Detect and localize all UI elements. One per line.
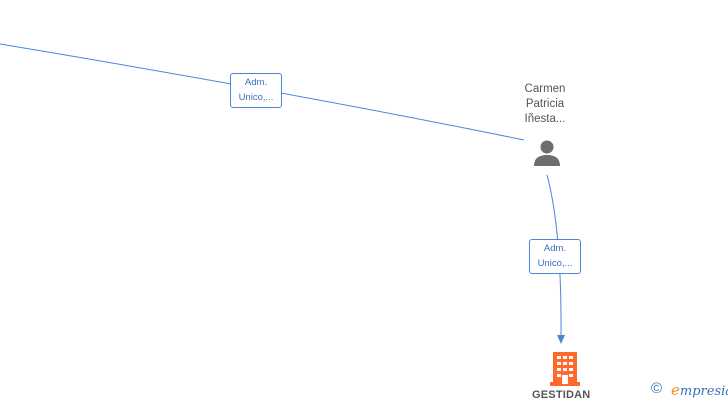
building-icon[interactable]	[550, 350, 580, 386]
edge-label-top-line2: Unico,...	[238, 92, 274, 103]
brand-name: empresia	[671, 381, 728, 399]
brand-initial: e	[671, 381, 680, 399]
person-name[interactable]: Carmen Patricia Iñesta...	[500, 82, 590, 127]
company-name[interactable]: GESTIDAN	[532, 389, 591, 401]
person-name-line2: Patricia	[525, 98, 565, 110]
edge-label-down-line1: Adm.	[543, 243, 567, 254]
person-name-line1: Carmen	[524, 83, 566, 95]
edge-label-top-line1: Adm.	[244, 77, 268, 88]
person-name-line3: Iñesta...	[524, 113, 566, 125]
copyright-icon: ©	[651, 380, 663, 397]
edge-label-top[interactable]: Adm. Unico,...	[230, 73, 282, 108]
person-icon[interactable]	[532, 138, 562, 168]
edge-label-down[interactable]: Adm. Unico,...	[529, 239, 581, 274]
brand-rest: mpresia	[679, 384, 728, 399]
edge-label-down-line2: Unico,...	[537, 258, 573, 269]
